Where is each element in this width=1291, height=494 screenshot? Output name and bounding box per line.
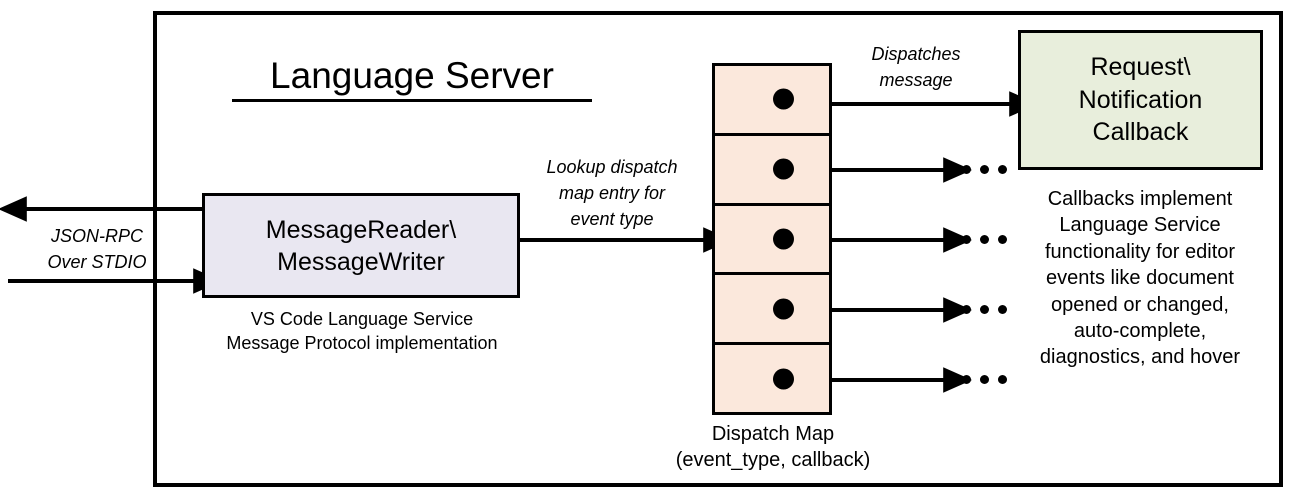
lookup-dispatch-edge-label: Lookup dispatch map entry for event type (546, 157, 678, 230)
ellipsis-row-3 (962, 235, 1007, 244)
dispatches-message-edge-label: Dispatches message (871, 44, 961, 91)
request-notification-callback-box[interactable]: Request\ Notification Callback (1018, 30, 1263, 170)
dispatch-map-row-3[interactable] (715, 206, 829, 276)
dispatch-map-table[interactable] (712, 63, 832, 415)
ellipsis-dot (962, 235, 971, 244)
ellipsis-dot (962, 375, 971, 384)
request-notification-callback-label: Request\ Notification Callback (1078, 53, 1203, 147)
message-reader-writer-caption: VS Code Language Service Message Protoco… (226, 309, 498, 354)
language-server-frame (153, 11, 1283, 487)
dispatch-map-row-1[interactable] (715, 66, 829, 136)
ellipsis-row-5 (962, 375, 1007, 384)
ellipsis-dot (962, 165, 971, 174)
callback-caption: Callbacks implement Language Service fun… (1039, 188, 1241, 369)
ellipsis-row-4 (962, 305, 1007, 314)
ellipsis-dot (998, 165, 1007, 174)
dispatch-map-dot-3 (773, 228, 794, 250)
dispatch-map-dot-2 (773, 158, 794, 180)
ellipsis-row-2 (962, 165, 1007, 174)
ellipsis-dot (980, 165, 989, 174)
json-rpc-edge-label: JSON-RPC Over STDIO (47, 226, 147, 273)
ellipsis-dot (980, 375, 989, 384)
ellipsis-dot (998, 235, 1007, 244)
dispatch-map-dot-1 (773, 88, 794, 110)
dispatch-map-dot-4 (773, 298, 794, 320)
ellipsis-dot (998, 305, 1007, 314)
ellipsis-dot (980, 235, 989, 244)
dispatch-map-row-4[interactable] (715, 275, 829, 346)
message-reader-writer-label: MessageReader\ MessageWriter (265, 215, 457, 276)
dispatch-map-row-5[interactable] (715, 345, 829, 412)
ellipsis-dot (980, 305, 989, 314)
dispatch-map-caption: Dispatch Map (event_type, callback) (675, 423, 871, 471)
ellipsis-dot (962, 305, 971, 314)
message-reader-writer-box[interactable]: MessageReader\ MessageWriter (202, 193, 520, 298)
page-title: Language Server (232, 54, 592, 102)
ellipsis-dot (998, 375, 1007, 384)
dispatch-map-row-2[interactable] (715, 136, 829, 206)
dispatch-map-dot-5 (773, 368, 794, 390)
